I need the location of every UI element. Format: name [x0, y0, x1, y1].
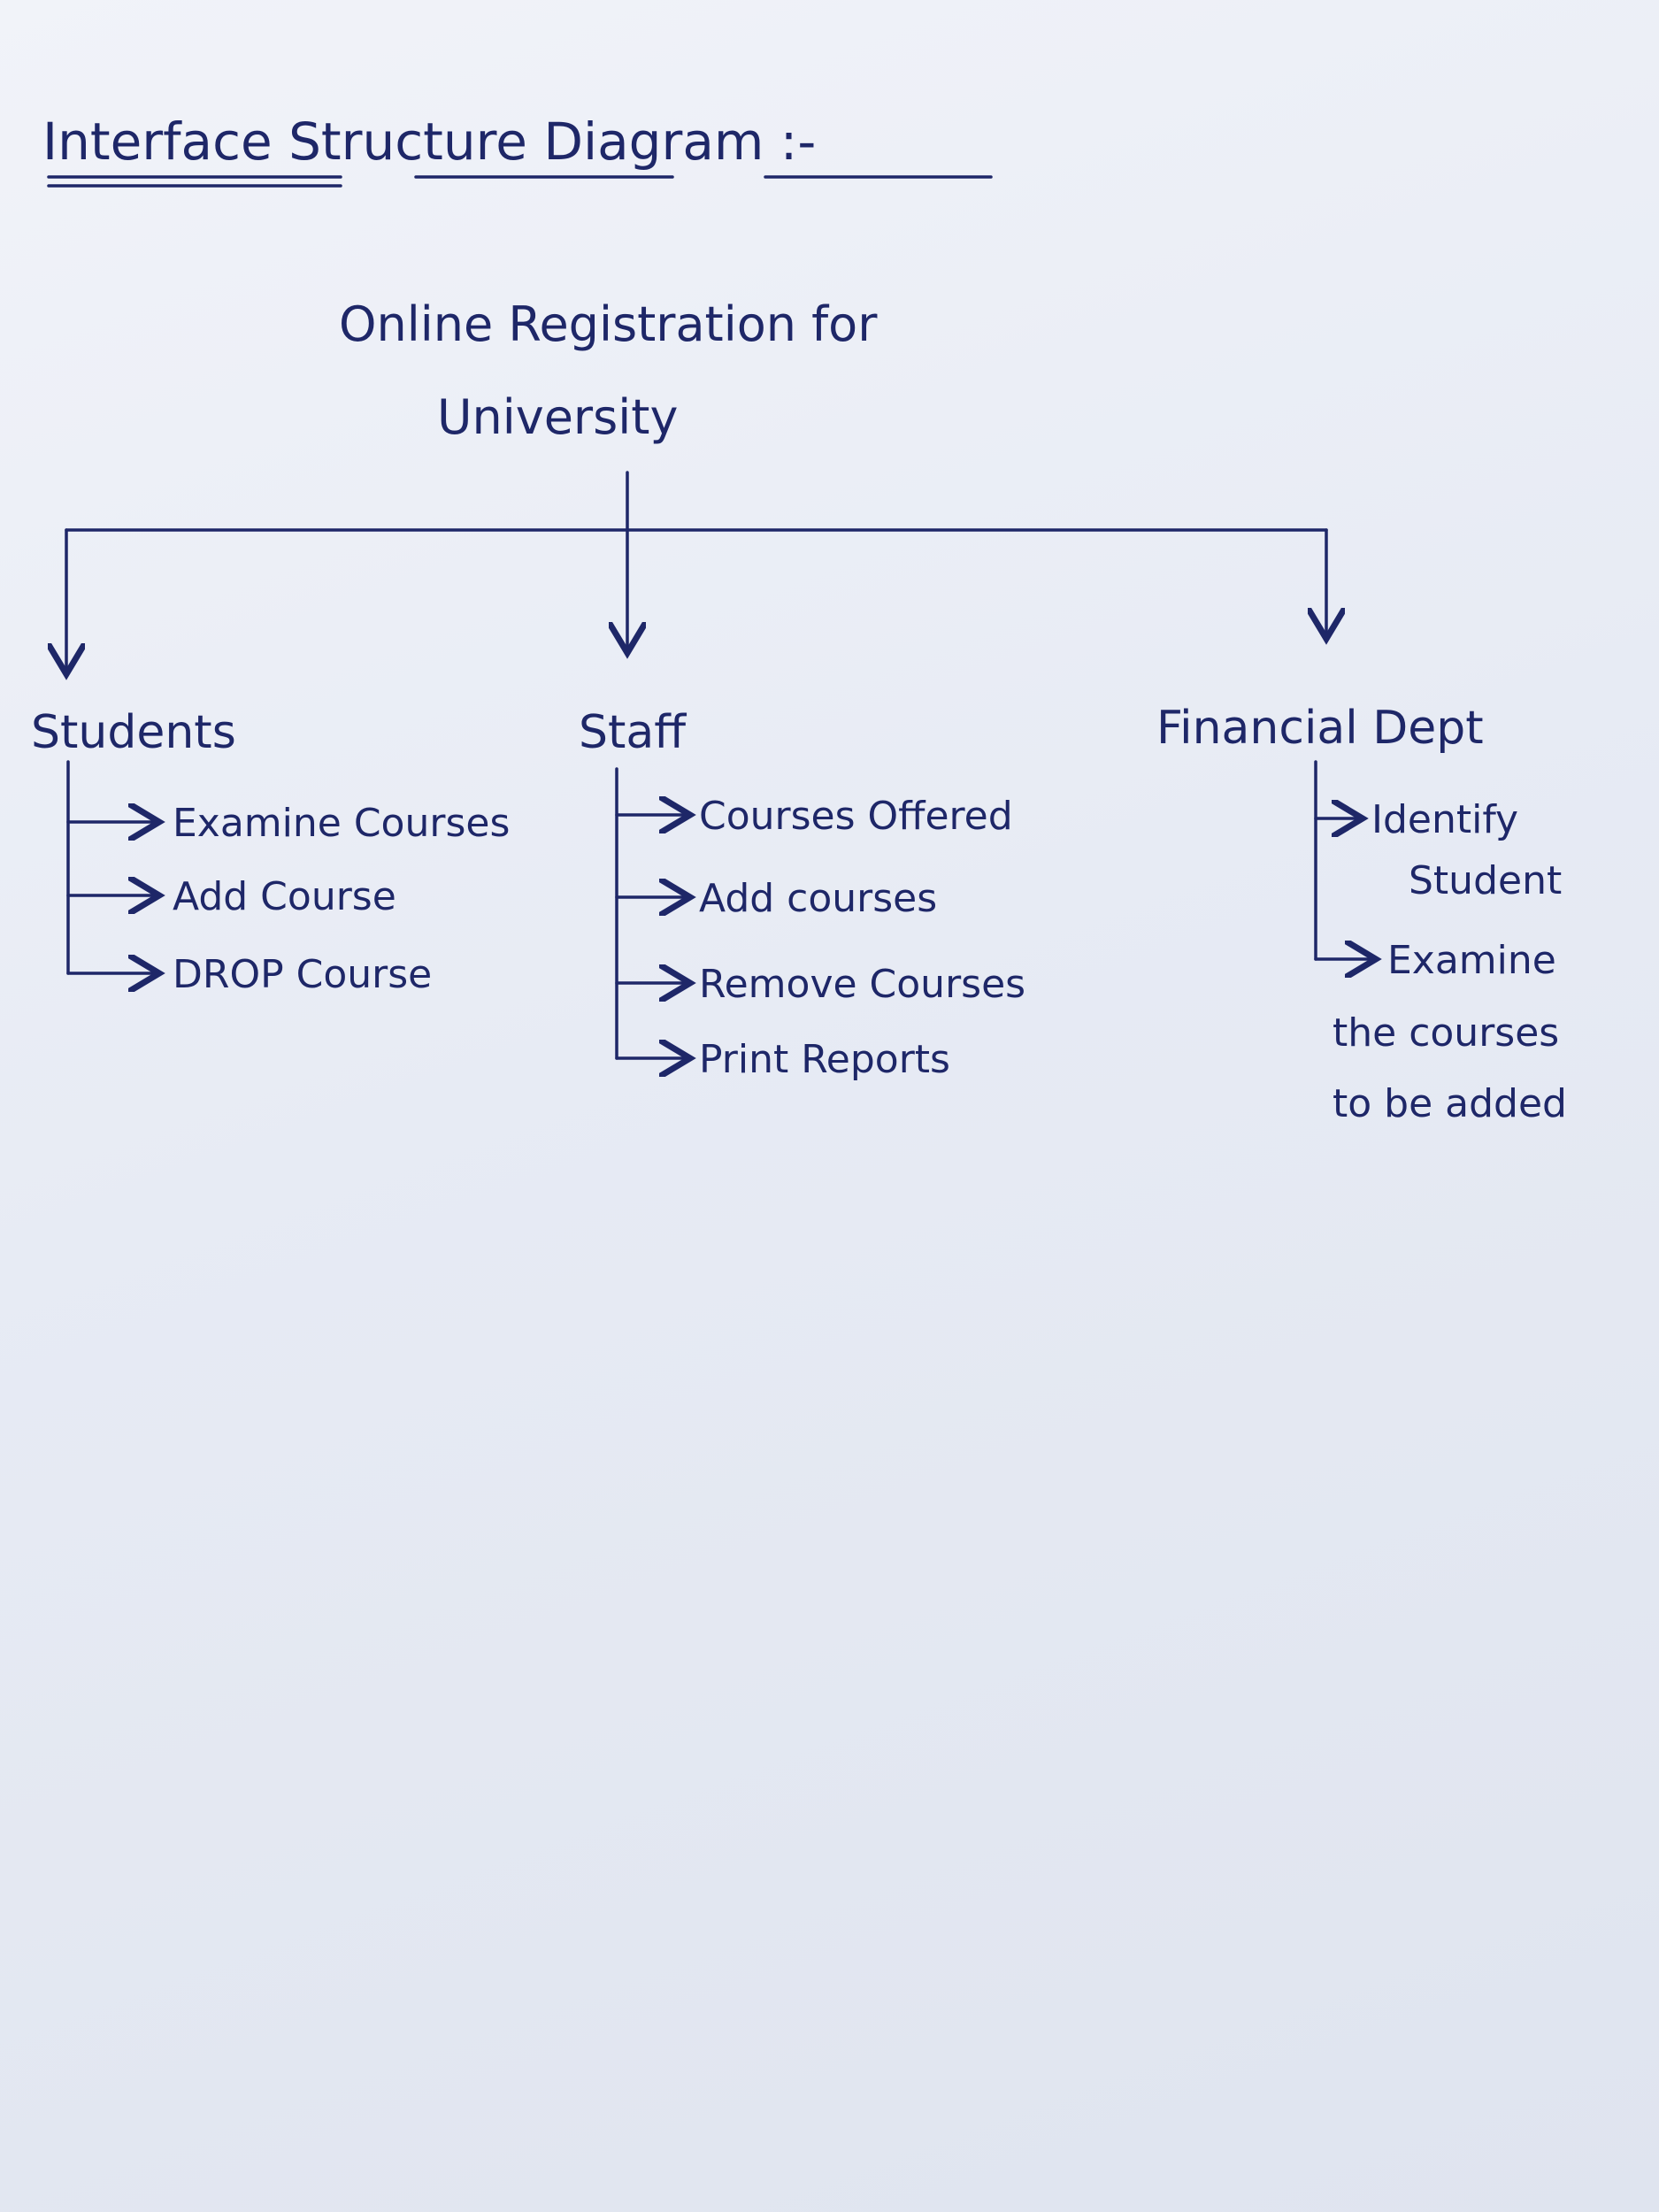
students-item: DROP Course: [173, 952, 432, 997]
financial-heading: Financial Dept: [1156, 702, 1484, 755]
staff-heading: Staff: [579, 706, 687, 759]
staff-item: Remove Courses: [699, 962, 1025, 1007]
diagram-title: Interface Structure Diagram :-: [42, 111, 816, 172]
students-item: Add Course: [173, 874, 396, 919]
root-node-line2: University: [437, 389, 678, 445]
staff-item: Courses Offered: [699, 794, 1013, 839]
financial-item-examine-line3: to be added: [1333, 1081, 1567, 1126]
financial-item-identify-line2: Student: [1409, 858, 1562, 903]
staff-item: Print Reports: [699, 1037, 950, 1082]
students-heading: Students: [31, 706, 236, 759]
financial-item-identify-line1: Identify: [1371, 797, 1518, 842]
branch-staff: Staff Courses Offered Add courses Remove…: [579, 706, 1025, 1082]
financial-item-examine-line1: Examine: [1387, 938, 1556, 983]
students-item: Examine Courses: [173, 801, 510, 846]
staff-item: Add courses: [699, 876, 937, 921]
branch-students: Students Examine Courses Add Course DROP…: [31, 706, 510, 997]
title-underlines: [47, 175, 993, 188]
root-node-line1: Online Registration for: [339, 296, 878, 352]
connectors: [66, 471, 1326, 674]
financial-item-examine-line2: the courses: [1333, 1010, 1559, 1056]
branch-financial: Financial Dept Identify Student Examine …: [1156, 702, 1567, 1126]
